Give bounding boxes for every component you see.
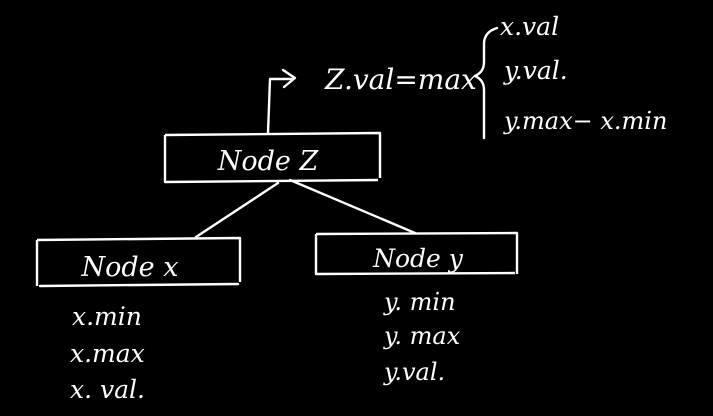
node-y-label: Node y (372, 244, 464, 273)
edge-z-to-x (194, 181, 280, 239)
node-y-box (314, 231, 519, 276)
arrow-head-icon (281, 68, 297, 89)
node-z: Node Z (163, 131, 382, 184)
node-x-field-3: x. val. (70, 375, 145, 404)
formula-option-2: y.val. (503, 56, 568, 85)
formula-lhs: Z.val=max (324, 63, 477, 96)
node-z-box (163, 131, 382, 184)
node-y-field-1: y. min (383, 288, 456, 316)
node-y-field-3: y.val. (383, 358, 445, 386)
formula-option-1: x.val (500, 12, 559, 41)
formula-arrow (266, 68, 297, 135)
edge-z-to-y (288, 178, 417, 235)
tree-edges (194, 178, 417, 239)
node-y-field-2: y. max (383, 322, 461, 350)
formula-brace (473, 26, 499, 140)
node-x: Node x (35, 236, 242, 288)
arrow-shaft (266, 77, 294, 135)
formula-option-3: y.max− x.min (503, 107, 667, 135)
node-z-label: Node Z (217, 146, 320, 177)
node-x-field-1: x.min (72, 302, 142, 331)
node-x-box (35, 236, 242, 286)
formula: Z.val=max x.val y.val. y.max− x.min (324, 12, 667, 140)
node-x-underline (38, 282, 240, 288)
node-x-field-2: x.max (70, 339, 145, 368)
node-y-fields: y. min y. max y.val. (383, 288, 461, 386)
node-x-fields: x.min x.max x. val. (70, 302, 145, 404)
node-y: Node y (314, 231, 519, 276)
node-x-label: Node x (81, 252, 179, 283)
